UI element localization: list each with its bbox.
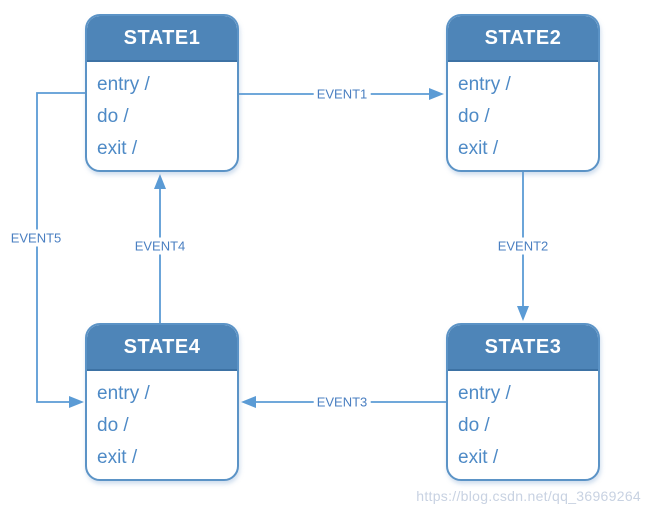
transition-label-event3: EVENT3 [313, 393, 371, 411]
state-action-entry: entry / [458, 74, 511, 95]
state-title: STATE2 [448, 16, 598, 62]
state-box-state2: STATE2 entry / do / exit / [446, 14, 600, 172]
arrowhead-event3 [241, 396, 256, 408]
state-title: STATE1 [87, 16, 237, 62]
state-box-state3: STATE3 entry / do / exit / [446, 323, 600, 481]
state-action-exit: exit / [97, 138, 138, 159]
state-action-exit: exit / [458, 447, 499, 468]
state-action-entry: entry / [97, 74, 150, 95]
state-box-state4: STATE4 entry / do / exit / [85, 323, 239, 481]
arrowhead-event1 [429, 88, 444, 100]
arrowhead-event5 [69, 396, 84, 408]
state-action-do: do / [458, 106, 490, 127]
state-action-do: do / [97, 106, 129, 127]
state-action-entry: entry / [97, 383, 150, 404]
state-action-entry: entry / [458, 383, 511, 404]
state-action-exit: exit / [97, 447, 138, 468]
state-box-state1: STATE1 entry / do / exit / [85, 14, 239, 172]
transition-label-event5: EVENT5 [7, 229, 65, 247]
state-title: STATE3 [448, 325, 598, 371]
transition-arrow-event5 [36, 92, 85, 403]
state-body: entry / do / exit / [87, 62, 237, 165]
arrowhead-event2 [517, 306, 529, 321]
state-action-exit: exit / [458, 138, 499, 159]
watermark-url: https://blog.csdn.net/qq_36969264 [416, 488, 641, 504]
state-title: STATE4 [87, 325, 237, 371]
state-body: entry / do / exit / [448, 371, 598, 474]
transition-label-event4: EVENT4 [131, 237, 189, 255]
transition-label-event2: EVENT2 [494, 237, 552, 255]
arrowhead-event4 [154, 174, 166, 189]
transition-label-event1: EVENT1 [313, 85, 371, 103]
state-body: entry / do / exit / [87, 371, 237, 474]
state-body: entry / do / exit / [448, 62, 598, 165]
state-action-do: do / [97, 415, 129, 436]
state-action-do: do / [458, 415, 490, 436]
